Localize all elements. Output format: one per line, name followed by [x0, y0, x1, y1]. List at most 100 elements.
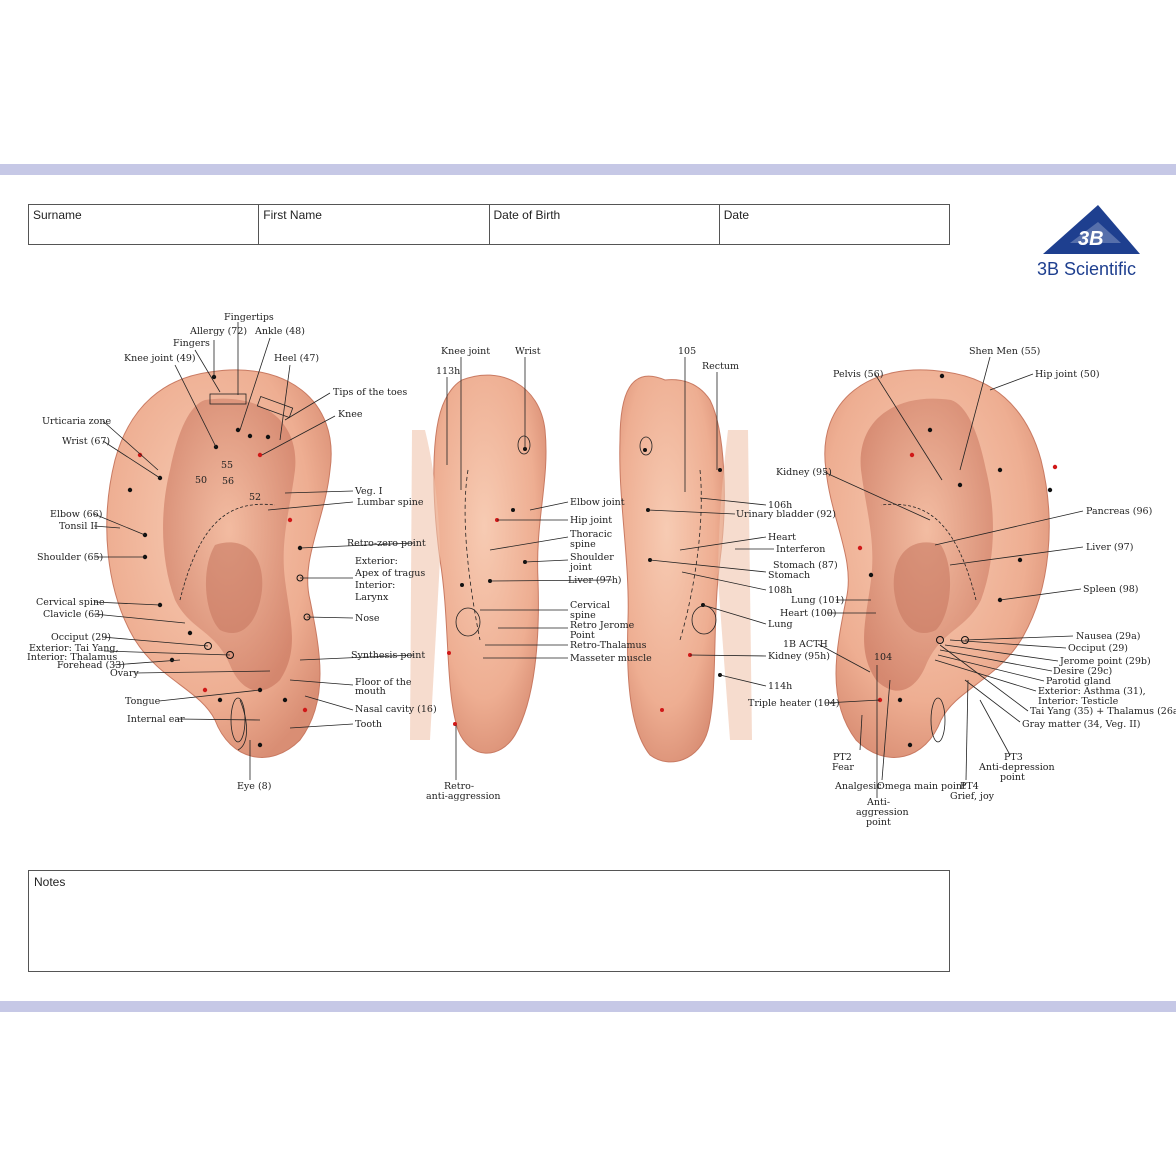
label-masseter: Masseter muscle	[570, 653, 652, 664]
label-shen-men: Shen Men (55)	[969, 346, 1040, 357]
label-interior: Interior:	[355, 580, 395, 591]
right-ear-front	[824, 369, 1050, 758]
label-tai-yang-thalamus: Tai Yang (35) + Thalamus (26a)	[1030, 706, 1176, 717]
label-tonsil-ii: Tonsil II	[59, 521, 98, 532]
first-name-label: First Name	[263, 208, 322, 222]
label-tooth: Tooth	[355, 719, 382, 730]
label-n52: 52	[249, 492, 261, 503]
top-band	[0, 164, 1176, 175]
label-hip-joint: Hip joint	[570, 515, 612, 526]
label-internal-ear: Internal ear	[127, 714, 185, 725]
label-n105: 105	[678, 346, 696, 357]
label-knee-joint-49: Knee joint (49)	[124, 353, 196, 364]
right-ear-back	[619, 375, 752, 763]
label-nose: Nose	[355, 613, 380, 624]
label-heel: Heel (47)	[274, 353, 319, 364]
label-hip-joint-50: Hip joint (50)	[1035, 369, 1100, 380]
leader-lines	[93, 322, 1084, 798]
date-field[interactable]: Date	[720, 205, 949, 244]
label-cervical-back-1: Cervical	[570, 600, 610, 611]
patient-form: Surname First Name Date of Birth Date	[28, 204, 950, 245]
label-synthesis: Synthesis point	[351, 650, 425, 661]
label-int-testicle: Interior: Testicle	[1038, 696, 1119, 707]
label-retro-zero: Retro-zero point	[347, 538, 426, 549]
notes-field[interactable]: Notes	[28, 870, 950, 972]
label-stomach-87: Stomach (87)	[773, 560, 838, 571]
label-thoracic-1: Thoracic	[570, 529, 612, 540]
label-retro-aggression-2: anti-aggression	[426, 791, 500, 802]
label-rectum: Rectum	[702, 361, 739, 372]
label-106h: 106h	[768, 500, 792, 511]
brand-logo: 3B	[1043, 205, 1140, 254]
label-nasal-cavity: Nasal cavity (16)	[355, 704, 437, 715]
label-larynx: Larynx	[355, 592, 389, 603]
label-knee-joint: Knee joint	[441, 346, 490, 357]
logo-triangle-icon	[1043, 205, 1140, 254]
label-kidney-95h: Kidney (95h)	[768, 651, 830, 662]
label-anti-depression-1: Anti-depression	[978, 762, 1055, 773]
label-floor-mouth-2: mouth	[355, 686, 386, 697]
label-pt3: PT3	[1004, 752, 1023, 763]
first-name-field[interactable]: First Name	[259, 205, 490, 244]
label-forehead: Forehead (33)	[57, 660, 125, 671]
label-tongue: Tongue	[125, 696, 161, 707]
label-occiput-29: Occiput (29)	[51, 632, 111, 643]
label-occiput-29-right: Occiput (29)	[1068, 643, 1128, 654]
label-pancreas: Pancreas (96)	[1086, 506, 1152, 517]
label-anti-aggression-1: Anti-	[866, 797, 890, 808]
label-lumbar-spine: Lumbar spine	[357, 497, 424, 508]
label-pelvis: Pelvis (56)	[833, 369, 883, 380]
surname-field[interactable]: Surname	[29, 205, 260, 244]
label-shoulder-joint-2: joint	[569, 562, 592, 573]
brand-name: 3B Scientific	[1037, 259, 1137, 279]
label-grief: Grief, joy	[950, 791, 995, 802]
label-lung: Lung	[768, 619, 793, 630]
label-anti-aggression-2: aggression	[856, 807, 909, 818]
label-gray-matter: Gray matter (34, Veg. II)	[1022, 719, 1140, 730]
label-retro-aggression-1: Retro-	[444, 781, 474, 792]
bottom-band	[0, 1001, 1176, 1012]
label-pt2: PT2	[833, 752, 852, 763]
label-spleen: Spleen (98)	[1083, 584, 1139, 595]
label-veg-i: Veg. I	[354, 486, 383, 497]
label-114h: 114h	[768, 681, 792, 692]
label-clavicle: Clavicle (63)	[43, 609, 104, 620]
date-of-birth-field[interactable]: Date of Birth	[490, 205, 720, 244]
label-lung-101: Lung (101)	[791, 595, 844, 606]
label-nausea: Nausea (29a)	[1076, 631, 1140, 642]
label-triple-heater: Triple heater (104)	[748, 698, 840, 709]
label-elbow-66: Elbow (66)	[50, 509, 102, 520]
label-thoracic-2: spine	[570, 539, 596, 550]
label-allergy: Allergy (72)	[189, 326, 247, 337]
date-label: Date	[723, 208, 750, 222]
label-n56: 56	[222, 476, 234, 487]
label-ovary: Ovary	[110, 668, 139, 679]
label-n55: 55	[221, 460, 233, 471]
label-wrist: Wrist	[515, 346, 541, 357]
label-kidney-95: Kidney (95)	[776, 467, 832, 478]
label-acth: 1B ACTH	[783, 639, 828, 650]
label-stomach: Stomach	[768, 570, 810, 581]
label-cervical-spine: Cervical spine	[36, 597, 105, 608]
label-anti-depression-2: point	[1000, 772, 1025, 783]
label-analgesic: Analgesic	[834, 781, 882, 792]
label-desire: Desire (29c)	[1053, 666, 1112, 677]
label-parotid: Parotid gland	[1046, 676, 1111, 687]
label-n50: 50	[195, 475, 207, 486]
label-shoulder-joint-1: Shoulder	[570, 552, 614, 563]
label-fingers: Fingers	[173, 338, 210, 349]
left-ear-front	[106, 369, 332, 758]
label-heart-100: Heart (100)	[780, 608, 837, 619]
label-fingertips: Fingertips	[224, 312, 274, 323]
label-eye: Eye (8)	[237, 781, 271, 792]
diagram-labels: Fingertips Allergy (72) Ankle (48) Finge…	[27, 312, 1176, 828]
label-apex-tragus: Apex of tragus	[354, 568, 425, 579]
label-liver-97h: Liver (97h)	[568, 575, 622, 586]
label-urticaria: Urticaria zone	[42, 416, 111, 427]
label-interferon: Interferon	[776, 544, 825, 555]
surname-label: Surname	[33, 208, 82, 222]
label-liver-97: Liver (97)	[1086, 542, 1133, 553]
label-retro-thalamus: Retro-Thalamus	[570, 640, 647, 651]
label-jerome: Jerome point (29b)	[1059, 656, 1151, 667]
